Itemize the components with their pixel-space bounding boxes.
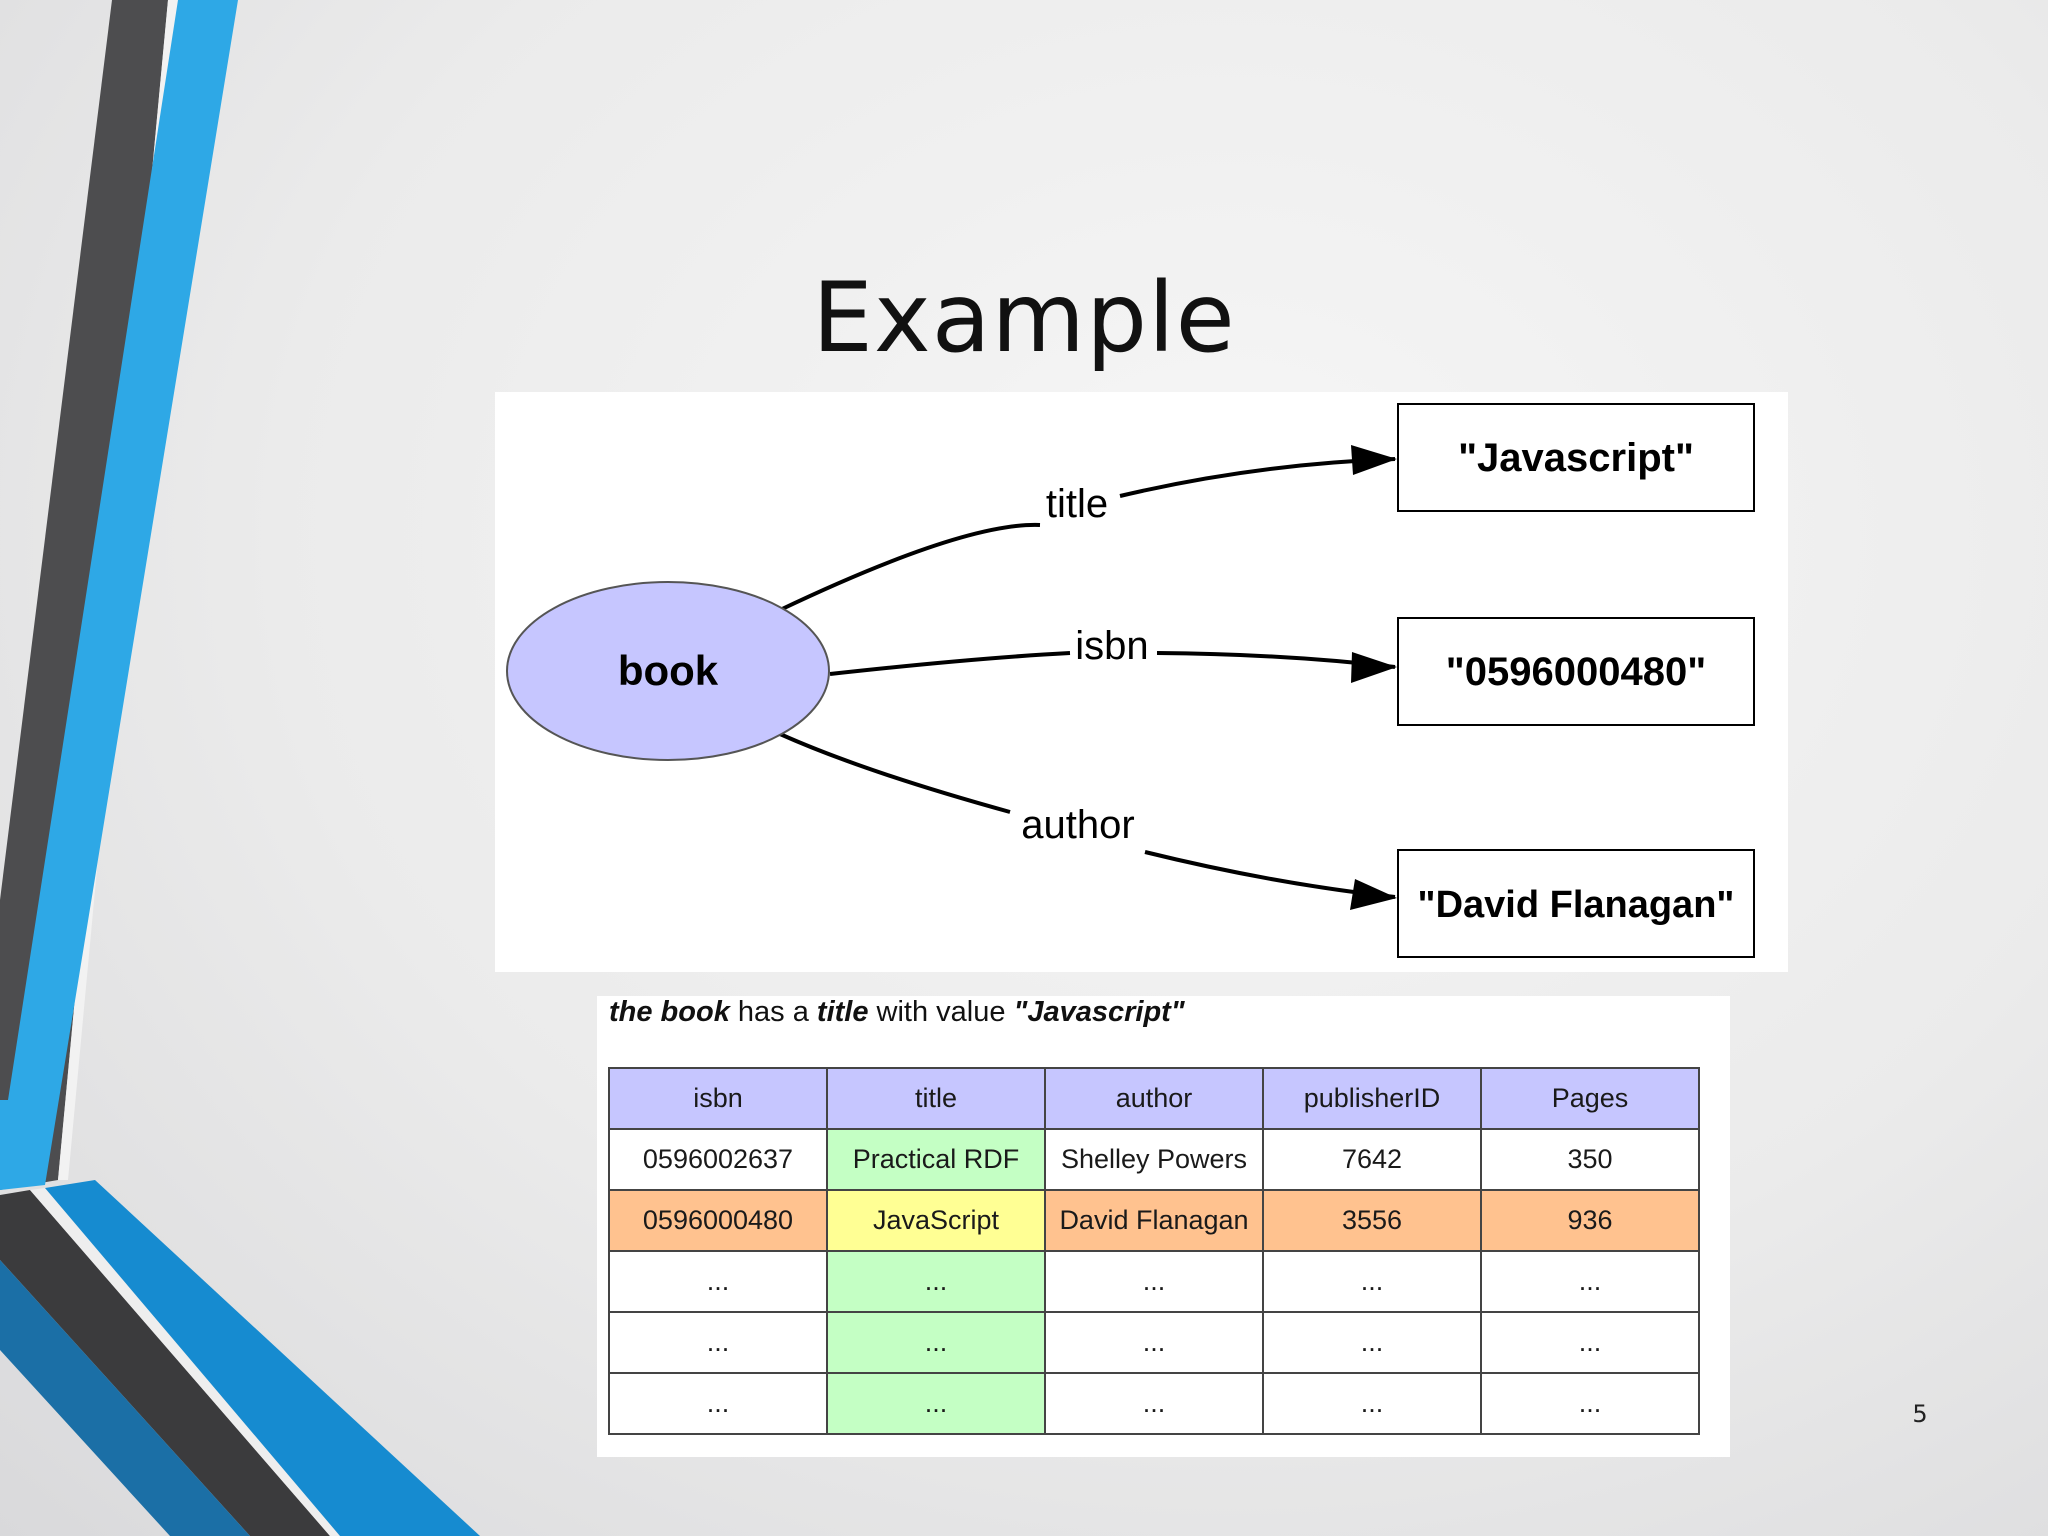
column-header: Pages [1480,1067,1700,1130]
table-cell: ... [1262,1311,1482,1374]
object-node-title [1397,403,1755,512]
caption-has-a: has a [737,996,809,1028]
table-cell: David Flanagan [1044,1189,1264,1252]
table-row-highlighted: 0596000480 JavaScript David Flanagan 355… [608,1189,1700,1252]
stripe-blue-bottom-2 [0,1260,250,1536]
edge-title-arrowhead [1351,445,1397,475]
table-panel: the book has a title with value "Javascr… [597,996,1730,1457]
slide-title: Example [812,262,1236,374]
edge-isbn-line [829,651,1071,676]
subject-node [506,581,830,761]
column-header: isbn [608,1067,828,1130]
table-cell: ... [826,1311,1046,1374]
rdf-graph-panel: book title isbn author "Javascript" "059… [495,392,1788,972]
table-cell: ... [608,1250,828,1313]
edge-title-line [779,522,1041,612]
triple-caption: the book has a title with value "Javascr… [609,996,1185,1029]
table-cell: Shelley Powers [1044,1128,1264,1191]
object-node-isbn [1397,617,1755,726]
table-cell: ... [1044,1250,1264,1313]
table-cell: 0596000480 [608,1189,828,1252]
table-cell: ... [826,1372,1046,1435]
table-cell: 350 [1480,1128,1700,1191]
object-node-author-label: "David Flanagan" [1418,884,1735,926]
table-cell: ... [608,1372,828,1435]
object-node-isbn-label: "0596000480" [1446,650,1706,694]
table-cell: JavaScript [826,1189,1046,1252]
table-header-row: isbn title author publisherID Pages [608,1067,1700,1130]
caption-subject: the book [609,996,730,1028]
table-cell: Practical RDF [826,1128,1046,1191]
column-header: title [826,1067,1046,1130]
caption-predicate: title [816,996,869,1028]
column-header: publisherID [1262,1067,1482,1130]
table-cell: ... [826,1250,1046,1313]
table-cell: ... [1480,1311,1700,1374]
table-cell: 936 [1480,1189,1700,1252]
edge-isbn-arrowhead [1351,652,1397,683]
table-cell: ... [1262,1250,1482,1313]
rdf-graph: book title isbn author "Javascript" "059… [506,403,1755,958]
stripe-light-bottom [30,1188,340,1536]
stripe-blue-top [0,0,238,1190]
table-row: ... ... ... ... ... [608,1372,1700,1435]
caption-with-value: with value [876,996,1006,1028]
table-cell: ... [608,1311,828,1374]
table-row: 0596002637 Practical RDF Shelley Powers … [608,1128,1700,1191]
edge-author-line [779,732,1011,814]
edge-author-arrowhead [1350,879,1397,910]
predicate-label-title: title [1046,482,1108,526]
table-cell: 0596002637 [608,1128,828,1191]
table-row: ... ... ... ... ... [608,1311,1700,1374]
table-cell: 7642 [1262,1128,1482,1191]
table-cell: 3556 [1262,1189,1482,1252]
table-cell: ... [1044,1311,1264,1374]
object-node-title-label: "Javascript" [1458,436,1694,480]
book-table: isbn title author publisherID Pages 0596… [608,1067,1700,1435]
caption-value: "Javascript" [1013,996,1185,1028]
predicate-label-author: author [1021,803,1134,847]
stripe-blue-bottom [45,1180,480,1536]
table-cell: ... [1480,1250,1700,1313]
table-cell: ... [1044,1372,1264,1435]
table-row: ... ... ... ... ... [608,1250,1700,1313]
page-number: 5 [1912,1400,1928,1428]
object-node-author [1397,849,1755,958]
predicate-label-isbn: isbn [1075,624,1148,668]
table-cell: ... [1262,1372,1482,1435]
column-header: author [1044,1067,1264,1130]
subject-node-label: book [618,647,719,694]
stripe-dark-bottom [0,1190,330,1536]
table-cell: ... [1480,1372,1700,1435]
